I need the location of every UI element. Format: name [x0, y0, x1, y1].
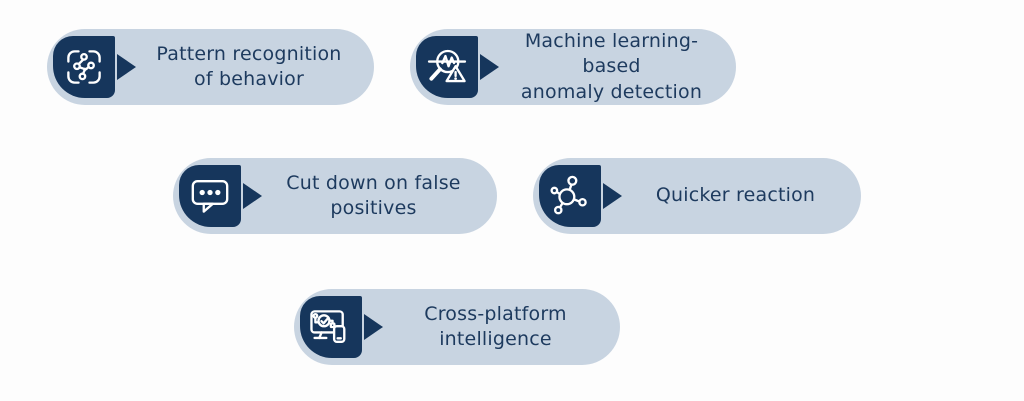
play-arrow-icon: [117, 54, 136, 80]
feature-label: Cut down on false positives: [286, 171, 461, 219]
icon-block: [179, 165, 241, 227]
cross-platform-icon: [310, 310, 346, 344]
play-arrow-icon: [243, 183, 262, 209]
play-arrow-icon: [364, 314, 383, 340]
feature-label: Machine learning-based anomaly detection: [520, 30, 703, 103]
quicker-reaction-icon: [550, 175, 587, 215]
pattern-recognition-icon: [67, 50, 101, 84]
play-arrow-icon: [480, 54, 499, 80]
feature-label: Cross-platform intelligence: [424, 302, 567, 350]
icon-block: [53, 36, 115, 98]
feature-label: Quicker reaction: [655, 184, 816, 207]
false-positives-icon: [191, 179, 229, 213]
feature-pill-quicker-reaction: Quicker reaction: [533, 158, 861, 234]
anomaly-detection-icon: [427, 49, 467, 83]
feature-pill-cross-platform: Cross-platform intelligence: [294, 289, 620, 365]
icon-block: [539, 165, 601, 227]
play-arrow-icon: [603, 183, 622, 209]
icon-block: [300, 296, 362, 358]
feature-pill-false-positives: Cut down on false positives: [173, 158, 497, 234]
feature-pill-anomaly-detection: Machine learning-based anomaly detection: [410, 29, 736, 105]
feature-label: Pattern recognition of behavior: [156, 42, 342, 90]
icon-block: [416, 36, 478, 98]
feature-pill-pattern-recognition: Pattern recognition of behavior: [47, 29, 374, 105]
